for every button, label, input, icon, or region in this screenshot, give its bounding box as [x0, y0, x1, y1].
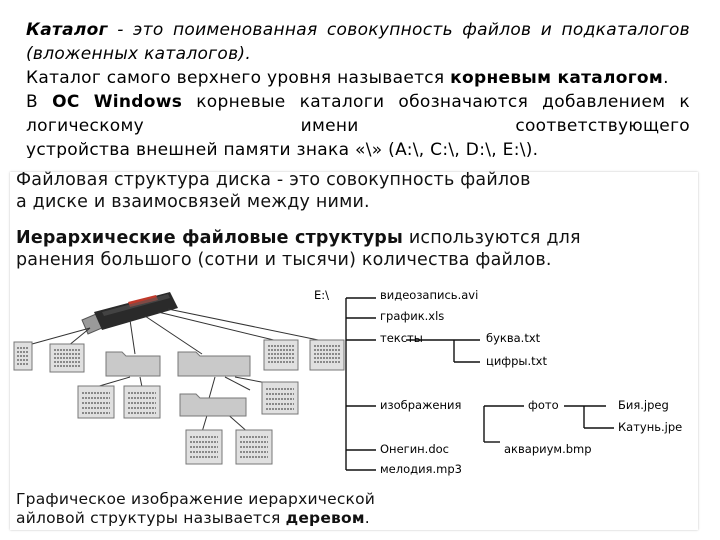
doc-icon: [263, 339, 299, 371]
caption-2-text: айловой структуры называется: [16, 509, 286, 527]
tree-file-katun: Катунь.jpe: [618, 420, 683, 434]
tree-folder-texts: тексты: [380, 331, 423, 345]
picture-line-4: ранения большого (сотни и тысячи) количе…: [16, 250, 552, 270]
windows-text-a: В: [26, 92, 53, 112]
os-term: ОС: [52, 92, 80, 112]
tree-folder-images: изображения: [380, 398, 462, 412]
doc-icon: [123, 385, 161, 419]
picture-line-3: Иерархические файловые структуры использ…: [16, 228, 581, 248]
tree-file-onegin: Онегин.doc: [380, 442, 449, 456]
windows-root-examples: устройства внешней памяти знака «\» (A:\…: [26, 138, 690, 158]
folder-icon: [177, 351, 251, 377]
windows-text-d: устройства внешней памяти знака «\» (A:\…: [26, 140, 539, 158]
windows-root-paragraph: В ОС Windows корневые каталоги обозначаю…: [26, 90, 690, 138]
tree-root: E:\: [314, 288, 330, 302]
doc-icon: [235, 429, 273, 465]
tree-file-graph: график.xls: [380, 309, 445, 323]
catalog-term: Каталог: [26, 20, 108, 40]
doc-icon: [13, 341, 33, 371]
windows-term: Windows: [93, 92, 183, 112]
doc-icon: [261, 381, 299, 415]
tree-file-video: видеозапись.avi: [380, 288, 479, 302]
tree-folder-photo: фото: [528, 398, 559, 412]
hierarchical-structures-term: Иерархические файловые структуры: [16, 228, 404, 248]
root-catalog-text: Каталог самого верхнего уровня называетс…: [26, 68, 451, 88]
tree-term: деревом: [285, 509, 365, 527]
picture-line-3-rest: используются для: [403, 228, 581, 248]
document-icons: [13, 339, 345, 465]
picture-caption-2: айловой структуры называется деревом.: [16, 509, 370, 527]
doc-icon: [49, 343, 85, 373]
root-catalog-paragraph: Каталог самого верхнего уровня называетс…: [26, 66, 690, 90]
folder-icon: [179, 393, 247, 417]
doc-icon: [185, 429, 223, 465]
catalog-definition-text: - это поименованная совокупность файлов …: [26, 20, 690, 64]
tree-file-biya: Бия.jpeg: [618, 398, 669, 412]
tree-file-cifry: цифры.txt: [486, 354, 547, 368]
picture-caption-1: Графическое изображение иерархической: [16, 490, 376, 508]
tree-diagram: [13, 292, 614, 471]
tree-file-bukva: буква.txt: [486, 331, 541, 345]
tree-file-aquarium: аквариум.bmp: [504, 442, 592, 456]
caption-2-end: .: [364, 509, 370, 527]
catalog-definition: Каталог - это поименованная совокупность…: [26, 18, 690, 66]
file-structure-picture: Файловая структура диска - это совокупно…: [10, 170, 698, 530]
folder-icons: [105, 351, 251, 417]
windows-text-c: корневые каталоги обозначаются добавлени…: [26, 92, 690, 136]
doc-icon: [309, 339, 345, 371]
hierarchy-lines: [345, 297, 614, 471]
picture-line-1: Файловая структура диска - это совокупно…: [16, 170, 531, 190]
doc-icon: [77, 385, 115, 419]
picture-line-2: а диске и взаимосвязей между ними.: [16, 192, 370, 212]
folder-icon: [105, 351, 161, 377]
windows-text-space: [80, 92, 94, 112]
root-catalog-end: .: [663, 68, 669, 88]
tree-file-melody: мелодия.mp3: [380, 462, 462, 476]
root-catalog-term: корневым каталогом: [450, 68, 664, 88]
slide-text-block: Каталог - это поименованная совокупность…: [26, 18, 690, 158]
